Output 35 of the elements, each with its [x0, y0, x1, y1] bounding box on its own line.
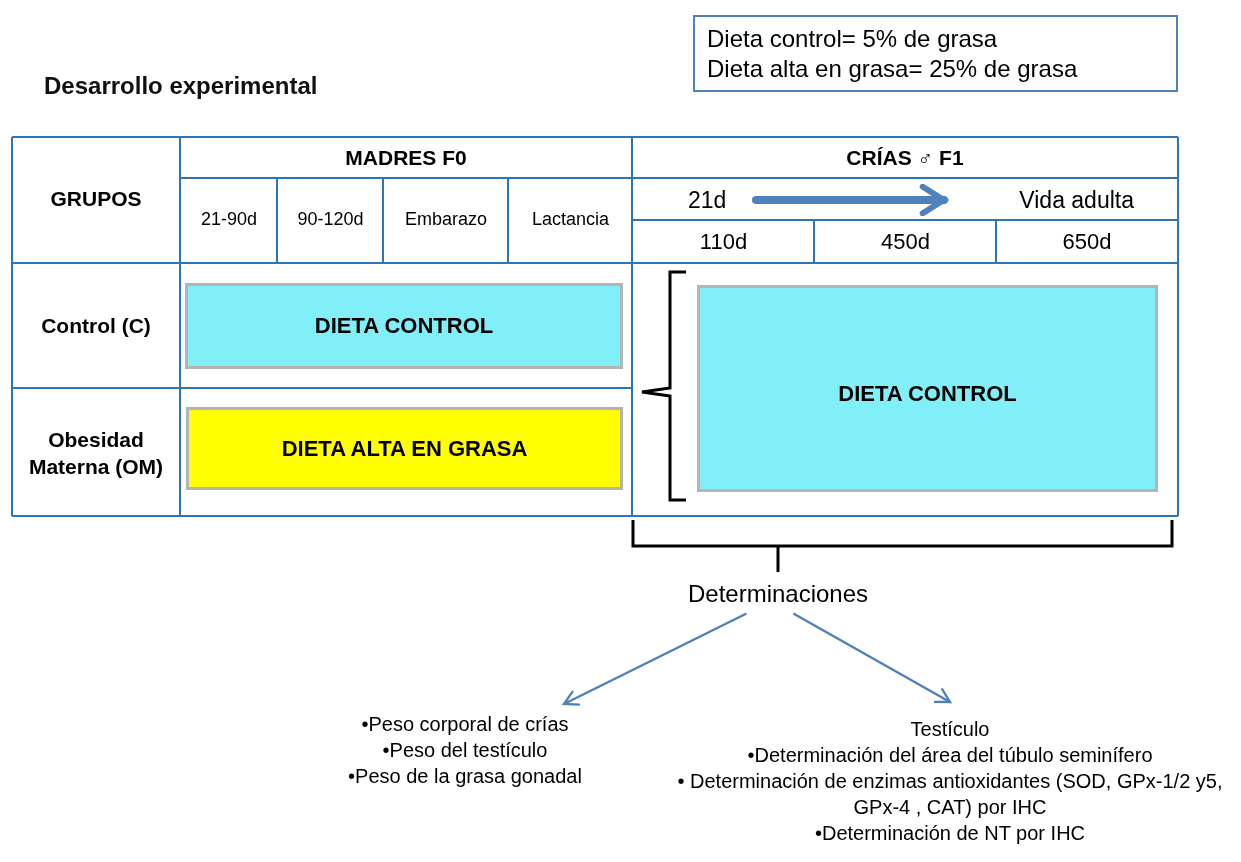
timeline-label: Vida adulta [944, 182, 1134, 218]
column-subheader: 110d [698, 227, 749, 256]
list-item: Testículo [909, 717, 991, 742]
column-header: CRÍAS ♂ F1 [845, 145, 965, 172]
list-item: •Peso corporal de crías [360, 712, 570, 737]
row-header: Control (C) [40, 313, 152, 340]
list-item: •Determinación del área del túbulo seminífero [746, 743, 1154, 768]
box-text: Dieta alta en grasa= 25% de grasa [707, 53, 1079, 84]
column-subheader: Lactancia [530, 208, 611, 232]
column-subheader: 21-90d [199, 208, 259, 232]
diet-box [697, 285, 1158, 492]
row-header: Obesidad Materna (OM) [27, 426, 165, 480]
measurements-label: Determinaciones [662, 574, 894, 614]
list-item: • Determinación de enzimas antioxidantes (SOD, GPx-1/2 y5, GPx-4 , CAT) por IHC [676, 769, 1224, 820]
box-text: DIETA CONTROL [837, 380, 1018, 408]
arrow [793, 612, 952, 704]
list-item: •Determinación de NT por IHC [813, 821, 1087, 846]
timeline-label: 21d [680, 182, 756, 218]
arrow [752, 183, 948, 217]
column-subheader: Embarazo [403, 208, 488, 232]
title: Desarrollo experimental [44, 72, 318, 100]
column-subheader: 450d [880, 227, 931, 256]
list-item: •Peso del testículo [381, 738, 549, 763]
box-text: DIETA CONTROL [313, 312, 495, 340]
column-header: MADRES F0 [344, 145, 468, 172]
diet-box [186, 407, 623, 490]
column-subheader: 90-120d [296, 208, 365, 232]
arrow [562, 612, 747, 706]
diet-box [185, 283, 623, 369]
note-box [693, 15, 1178, 92]
box-text: DIETA ALTA EN GRASA [280, 434, 529, 463]
column-subheader: 650d [1061, 227, 1113, 256]
list-item: •Peso de la grasa gonadal [347, 764, 583, 789]
column-header: GRUPOS [49, 186, 143, 213]
box-text: Dieta control= 5% de grasa [707, 23, 999, 54]
